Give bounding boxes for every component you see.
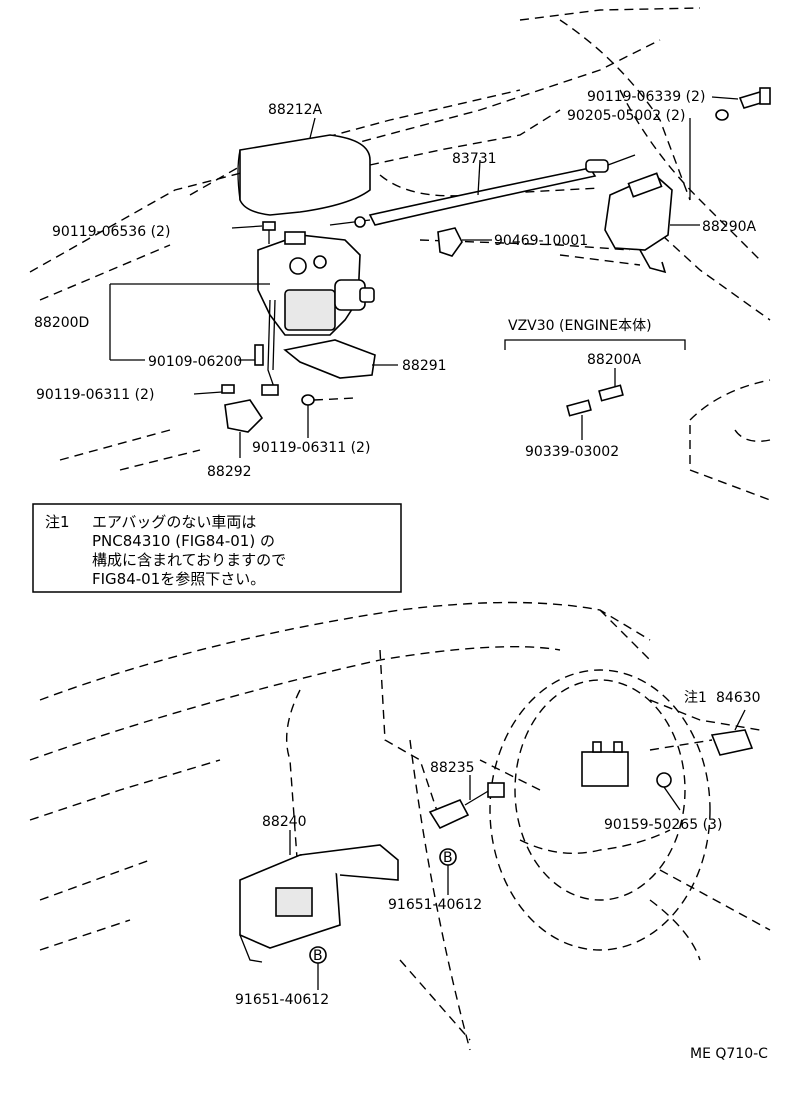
label-90339-03002: 90339-03002: [525, 444, 619, 460]
label-90159-50265: 90159-50265 (3): [604, 817, 722, 833]
screw-90159-50265: [656, 772, 681, 811]
marker-b-1-text: B: [443, 850, 453, 866]
label-90109-06200: 90109-06200: [148, 354, 242, 370]
label-88291: 88291: [402, 358, 447, 374]
computer-88240: [239, 830, 399, 963]
label-91651-40612-b: 91651-40612: [235, 992, 329, 1008]
bolt-90119-06311-a: [193, 384, 235, 395]
sensor-88235: [428, 775, 505, 830]
label-83731: 83731: [452, 151, 497, 167]
label-88212A: 88212A: [268, 102, 323, 118]
steering-wheel: [479, 669, 711, 951]
cable-83731: [329, 154, 636, 228]
label-88290A: 88290A: [702, 219, 757, 235]
label-88292: 88292: [207, 464, 252, 480]
marker-b-2: B: [309, 946, 327, 990]
washer-90205-05002: [689, 109, 729, 200]
label-88200A: 88200A: [587, 352, 642, 368]
clip-90469-10001: [437, 227, 492, 257]
top-leader-lines: [109, 283, 270, 361]
bracket-88291: [283, 339, 398, 379]
note-box: 注1 エアバッグのない車両は PNC84310 (FIG84-01) の 構成に…: [32, 503, 402, 593]
note-line-1: エアバッグのない車両は: [92, 513, 256, 531]
marker-b-2-text: B: [313, 948, 323, 964]
bolt-90119-06339: [711, 87, 771, 109]
label-90119-06311-a: 90119-06311 (2): [36, 387, 154, 403]
note-line-4: FIG84-01を参照下さい。: [92, 570, 265, 588]
vzv30-group: [504, 339, 686, 440]
bolt-90119-06311-b: [301, 394, 356, 438]
label-90469-10001: 90469-10001: [494, 233, 588, 249]
note-line-3: 構成に含まれておりますので: [92, 551, 286, 569]
bracket-88290A: [604, 172, 700, 274]
figure-code: ME Q710-C: [690, 1046, 768, 1062]
label-90119-06536: 90119-06536 (2): [52, 224, 170, 240]
bolt-90119-06536: [231, 221, 276, 244]
top-body-outline: [29, 7, 771, 501]
label-84630: 84630: [716, 690, 761, 706]
label-90119-06339: 90119-06339 (2): [587, 89, 705, 105]
label-88235: 88235: [430, 760, 475, 776]
label-88240: 88240: [262, 814, 307, 830]
label-91651-40612-a: 91651-40612: [388, 897, 482, 913]
cover-88212A: [237, 117, 371, 216]
bolt-90109-06200: [238, 344, 264, 366]
dashboard-outline: [29, 601, 771, 1051]
label-note-ref: 注1: [684, 690, 707, 706]
bracket-88292: [224, 399, 264, 458]
note-number: 注1: [45, 513, 70, 531]
part-labels: 88212A 83731 90119-06339 (2) 90205-05002…: [34, 89, 768, 1062]
label-90205-05002: 90205-05002 (2): [567, 108, 685, 124]
label-88200D: 88200D: [34, 315, 89, 331]
label-90119-06311-b: 90119-06311 (2): [252, 440, 370, 456]
label-vzv30: VZV30 (ENGINE本体): [508, 318, 652, 334]
actuator-88200D: [257, 231, 375, 396]
marker-b-1: B: [439, 848, 457, 895]
note-line-2: PNC84310 (FIG84-01) の: [92, 532, 275, 550]
part-84630: [649, 709, 754, 756]
